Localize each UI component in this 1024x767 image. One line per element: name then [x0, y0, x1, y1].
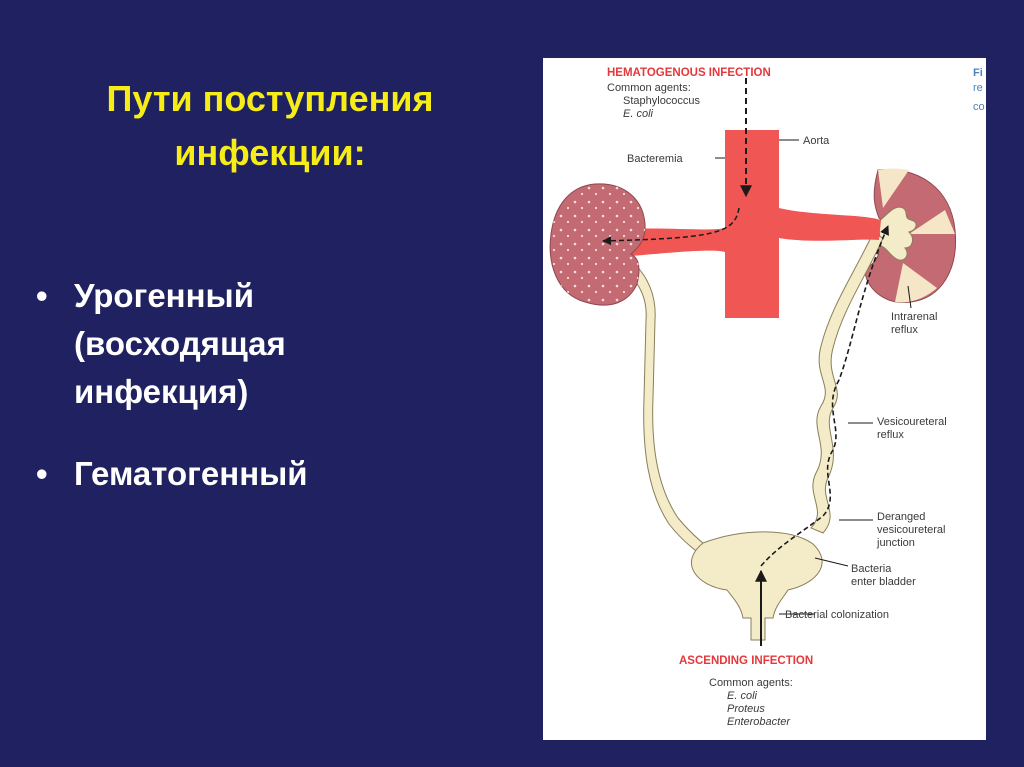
renal-wedge [878, 168, 909, 208]
bullet-text-line: Гематогенный [74, 455, 308, 492]
vesicoureteral-reflux-label: Vesicoureteral [877, 416, 947, 428]
leader-line [907, 285, 912, 309]
intrarenal-reflux-label: Intrarenal [891, 311, 937, 323]
deranged-junction-label: Deranged [877, 511, 925, 523]
hematogenous-agent: Staphylococcus [623, 95, 701, 107]
left-kidney-abscesses [550, 183, 646, 306]
bacteremia-label: Bacteremia [627, 153, 684, 165]
bullet-text-line: инфекция) [74, 373, 249, 410]
ascending-infection-header: ASCENDING INFECTION [679, 655, 813, 667]
bacteria-enter-label: enter bladder [851, 576, 916, 588]
vesicoureteral-reflux-label: reflux [877, 429, 904, 441]
bladder [690, 531, 823, 641]
bullet-list: • Урогенный (восходящая инфекция) • Гема… [36, 272, 506, 532]
ascending-agent: E. coli [727, 690, 758, 702]
ascending-agent: Enterobacter [727, 716, 791, 728]
cropped-figure-caption: Fi [973, 67, 983, 79]
hematogenous-agents-title: Common agents: [607, 82, 691, 94]
cropped-figure-caption: re [973, 82, 983, 94]
aorta-label: Aorta [803, 135, 830, 147]
deranged-junction-label: vesicoureteral [877, 524, 945, 536]
bullet-text-line: (восходящая [74, 325, 286, 362]
renal-wedge [909, 210, 955, 234]
bacterial-colonization-label: Bacterial colonization [785, 609, 889, 621]
reflux-arrow [760, 225, 889, 567]
bacteria-enter-label: Bacteria [851, 563, 892, 575]
ascending-agent: Proteus [727, 703, 765, 715]
bullet-text-line: Урогенный [74, 277, 255, 314]
deranged-junction-label: junction [876, 537, 915, 549]
bullet-marker: • [36, 277, 48, 314]
aorta [725, 130, 779, 318]
bullet-item-urogenic: • Урогенный (восходящая инфекция) [36, 272, 506, 416]
slide-title-line-1: Пути поступления [106, 78, 434, 119]
urinary-infection-diagram: HEMATOGENOUS INFECTION Common agents: St… [549, 67, 985, 728]
right-renal-artery [779, 208, 881, 241]
bullet-marker: • [36, 455, 48, 492]
figure-panel: HEMATOGENOUS INFECTION Common agents: St… [543, 58, 986, 740]
intrarenal-reflux-label: reflux [891, 324, 918, 336]
hematogenous-agent: E. coli [623, 108, 654, 120]
renal-pelvis [877, 206, 917, 261]
renal-wedge [895, 263, 937, 303]
bloodstream-arrow [602, 207, 740, 246]
ascending-agents-title: Common agents: [709, 677, 793, 689]
leader-line [814, 557, 849, 567]
cropped-figure-caption: co [973, 101, 985, 113]
bullet-item-hematogenous: • Гематогенный [36, 450, 506, 498]
slide-title-line-2: инфекции: [174, 132, 366, 173]
left-ureter [614, 251, 722, 564]
hematogenous-infection-header: HEMATOGENOUS INFECTION [607, 67, 771, 79]
slide-title: Пути поступления инфекции: [0, 72, 540, 180]
